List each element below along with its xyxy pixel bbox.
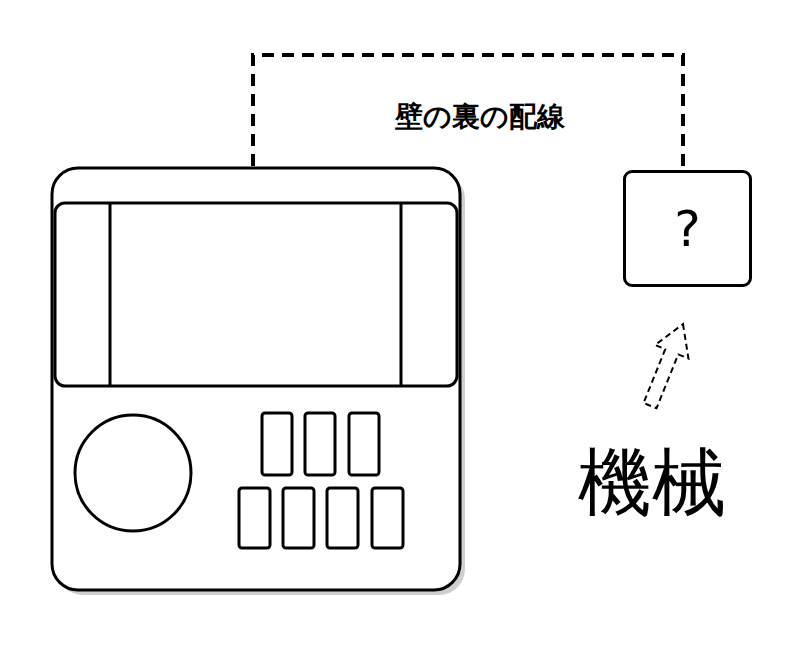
panel-button <box>262 413 292 475</box>
panel-body <box>52 168 460 590</box>
panel-button <box>327 488 358 548</box>
panel-button <box>372 488 403 548</box>
screen-edge <box>109 203 112 386</box>
panel-button <box>283 488 314 548</box>
device-box: ? <box>623 170 752 287</box>
node-text: ? <box>674 200 701 258</box>
panel-dial <box>75 415 191 531</box>
screen-edge <box>400 203 403 386</box>
panel-button <box>305 413 335 475</box>
wall-wiring <box>253 55 683 172</box>
callout-label: 機械 <box>578 434 726 534</box>
panel-button <box>239 488 270 548</box>
panel-screen-band <box>55 203 457 386</box>
pointer-arrow <box>633 317 699 412</box>
wiring-label: 壁の裏の配線 <box>395 98 565 136</box>
panel-button <box>349 413 379 475</box>
